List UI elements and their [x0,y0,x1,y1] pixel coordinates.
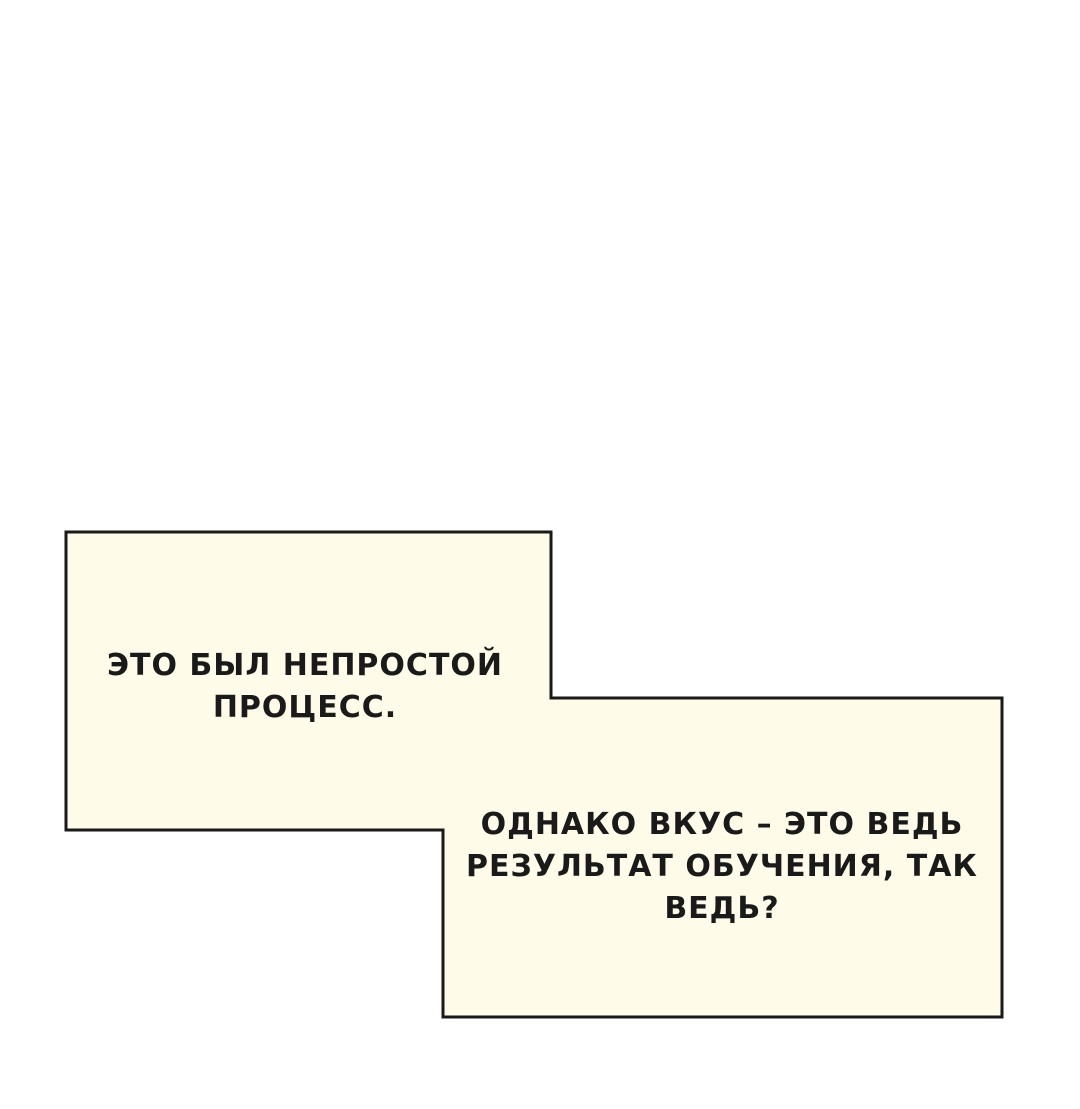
caption-box-outline [64,530,1004,1019]
caption-1-line-2: ПРОЦЕСС. [212,690,398,725]
caption-text-1: ЭТО БЫЛ НЕПРОСТОЙ ПРОЦЕСС. [90,645,520,729]
caption-1-line-1: ЭТО БЫЛ НЕПРОСТОЙ [106,648,504,683]
caption-2-line-1: ОДНАКО ВКУС – ЭТО ВЕДЬ [480,807,964,842]
caption-2-line-3: ВЕДЬ? [664,891,780,926]
caption-text-2: ОДНАКО ВКУС – ЭТО ВЕДЬ РЕЗУЛЬТАТ ОБУЧЕНИ… [462,804,982,930]
caption-2-line-2: РЕЗУЛЬТАТ ОБУЧЕНИЯ, ТАК [466,849,978,884]
